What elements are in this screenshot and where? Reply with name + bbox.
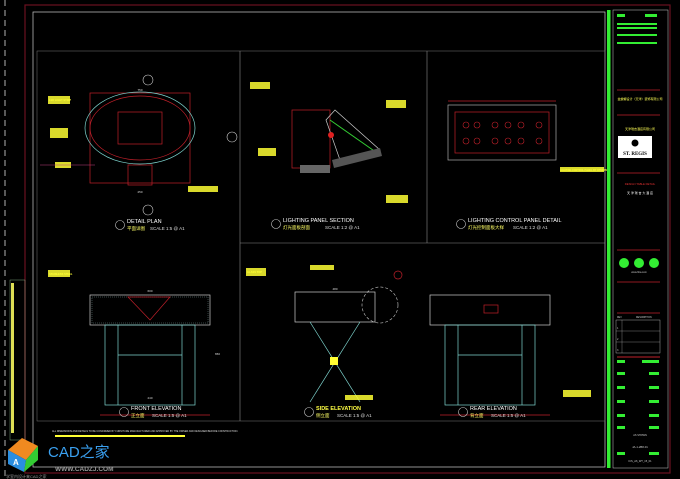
svg-text:LIGHTING PANEL SECTION: LIGHTING PANEL SECTION [283,218,354,224]
svg-text:LIGHTING CONTROL PANEL DETAIL: LIGHTING CONTROL PANEL DETAIL [468,218,562,224]
note-led: LED LIGHT STRIP [49,98,71,102]
watermark-url: WWW.CADZJ.COM [55,466,114,473]
view-title-side-elevation: SIDE ELEVATION 侧立面 SCALE 1:5 @ A1 [304,406,372,419]
lighting-panel-section-drawing [250,82,408,203]
svg-text:REAR ELEVATION: REAR ELEVATION [470,406,517,412]
view-title-control-panel-detail: LIGHTING CONTROL PANEL DETAIL 灯光控制面板大样 S… [456,218,562,231]
sheet-border [24,4,671,474]
svg-text:1: 1 [617,327,619,330]
svg-text:ST. REGIS: ST. REGIS [623,152,647,157]
dim-overall: 750 [137,88,142,92]
rear-elevation-drawing [429,294,591,416]
drawing-border [32,11,606,468]
company-name: 金螳螂设计（天津）装饰有限公司 [617,96,662,101]
rev-desc: DESCRIPTION [636,317,652,319]
cadzj-watermark: A CAD之家 WWW.CADZJ.COM 学室内设计来CAD之家 [6,438,114,479]
svg-text:平面详图: 平面详图 [127,225,145,232]
view-title-front-elevation: FRONT ELEVATION 正立面 SCALE 1:5 @ A1 [119,406,187,419]
svg-text:SCALE 1:2 @ A1: SCALE 1:2 @ A1 [325,225,360,230]
svg-text:背立面: 背立面 [470,412,484,419]
dim-side: 480 [332,287,337,291]
views-frame [36,50,606,422]
note-finish: STAINLESS STEEL [49,272,73,276]
note-control-panel: LIGHTING CONTROL PANEL BY OTHERS [560,169,607,172]
rev-header: REV [617,317,622,319]
svg-text:DETAIL PLAN: DETAIL PLAN [127,219,162,225]
file-name: ICS_A6_WT_15_01 [628,459,652,463]
view-title-detail-plan: DETAIL PLAN 平面详图 SCALE 1:5 @ A1 [115,219,185,232]
general-note: ALL DIMENSIONS AND DETAILS TO BE CONFIRM… [52,430,238,433]
client-name: 天津瑞吉酒店有限公司 [625,126,655,131]
view-title-lighting-panel-section: LIGHTING PANEL SECTION 灯光面板剖面 SCALE 1:2 … [271,218,360,231]
scale-value: AS SHOWN [633,434,647,437]
dim-height: 650 [215,352,220,356]
svg-text:SCALE 1:5 @ A1: SCALE 1:5 @ A1 [337,413,372,418]
svg-text:灯光控制面板大样: 灯光控制面板大样 [468,224,504,231]
dim-top: 600 [147,289,152,293]
watermark-tagline: 学室内设计来CAD之家 [6,473,46,479]
svg-text:SCALE 1:5 @ A1: SCALE 1:5 @ A1 [152,413,187,418]
svg-text:侧立面: 侧立面 [316,412,330,419]
drawing-title: DESIGN TABLE DETAIL [625,182,656,186]
svg-text:正立面: 正立面 [131,412,145,419]
svg-text:FRONT ELEVATION: FRONT ELEVATION [131,406,181,412]
watermark-brand: CAD之家 [48,444,110,461]
dim-leg: 250 [137,190,142,194]
drawing-number: JA-1-2B8-01 [632,445,648,449]
control-panel-detail-drawing [447,100,604,172]
svg-text:SCALE 1:5 @ A1: SCALE 1:5 @ A1 [150,226,185,231]
title-block: 金螳螂设计（天津）装饰有限公司 天津瑞吉酒店有限公司 ST. REGIS DES… [607,9,669,469]
view-title-rear-elevation: REAR ELEVATION 背立面 SCALE 1:5 @ A1 [458,406,526,419]
svg-text:SCALE 1:2 @ A1: SCALE 1:2 @ A1 [513,225,548,230]
logo-letter-a: A [13,458,19,467]
svg-text:3: 3 [617,349,619,352]
drawing-title-cn: 天 津 瑞 吉 大 酒 店 [627,190,653,195]
dim-mid: 240 [147,396,152,400]
svg-text:2: 2 [617,338,619,341]
detail-plan-drawing [40,74,238,216]
svg-text:SIDE ELEVATION: SIDE ELEVATION [316,406,361,412]
st-regis-logo [618,136,652,158]
side-elevation-drawing [246,265,403,403]
front-elevation-drawing [48,270,211,416]
svg-text:SCALE 1:5 @ A1: SCALE 1:5 @ A1 [491,413,526,418]
svg-text:灯光面板剖面: 灯光面板剖面 [283,224,310,231]
left-legend-strip [9,279,26,441]
note-underline [55,435,185,437]
note-glass: GLASS TOP [247,270,262,274]
consultant: www.hba.com [631,271,647,274]
